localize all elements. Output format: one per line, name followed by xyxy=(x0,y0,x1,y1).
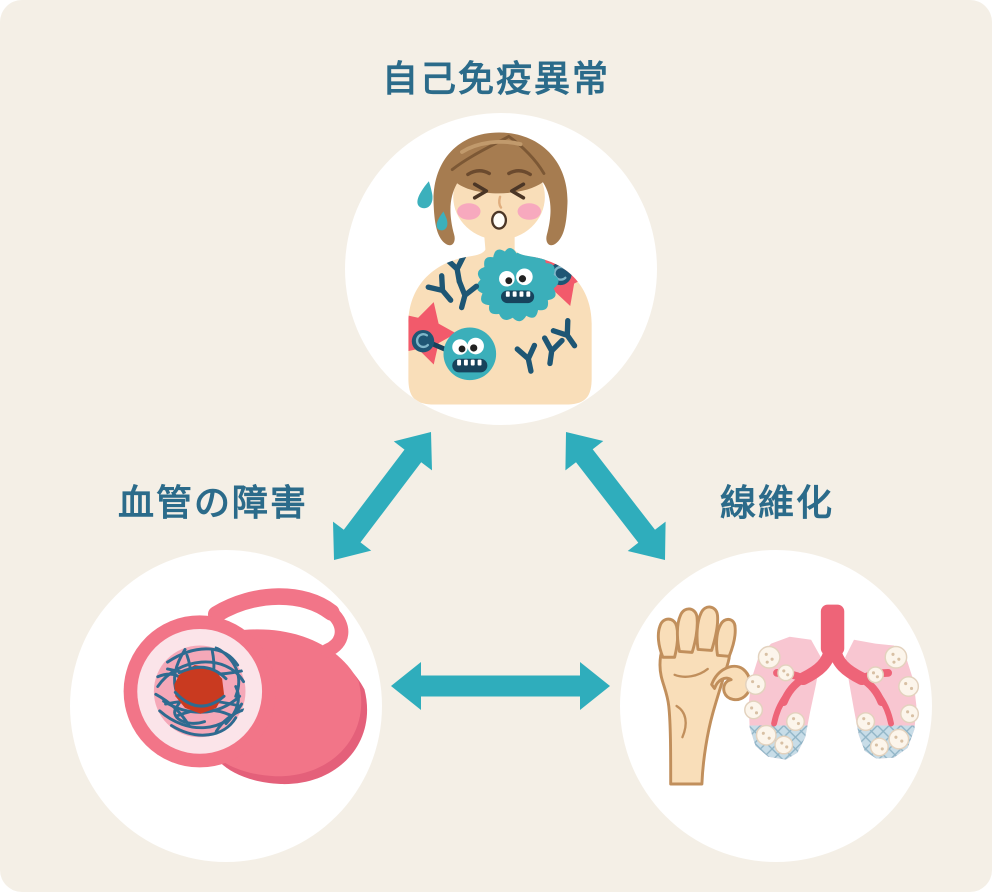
node-label-autoimmune: 自己免疫異常 xyxy=(381,58,610,99)
vessel-cross-section xyxy=(123,615,276,768)
fibrotic-lungs xyxy=(744,604,920,760)
attack-circle-left xyxy=(411,329,435,353)
node-autoimmune xyxy=(345,113,657,425)
closed-eyes xyxy=(472,182,526,200)
woman-head xyxy=(433,132,568,246)
node-label-vascular: 血管の障害 xyxy=(117,482,308,523)
woman-immune-attack-illustration xyxy=(408,132,592,405)
immune-cell-blob xyxy=(476,247,559,322)
node-label-fibrosis: 線維化 xyxy=(719,482,834,523)
sclerodactyly-hand xyxy=(656,605,752,786)
node-vascular xyxy=(70,550,382,862)
blood-vessel-cross-section-illustration xyxy=(123,588,368,785)
fibrosis-nodules xyxy=(744,645,920,757)
nodule-dots xyxy=(750,652,915,751)
hand-and-lungs-illustration xyxy=(656,604,920,786)
arrow-vascular-fibrosis xyxy=(391,662,610,710)
sweat-drops xyxy=(417,181,448,231)
antibody-icons xyxy=(425,253,578,374)
trachea-bronchi xyxy=(771,604,894,727)
node-fibrosis xyxy=(620,550,932,862)
immune-cell-round xyxy=(443,327,497,381)
